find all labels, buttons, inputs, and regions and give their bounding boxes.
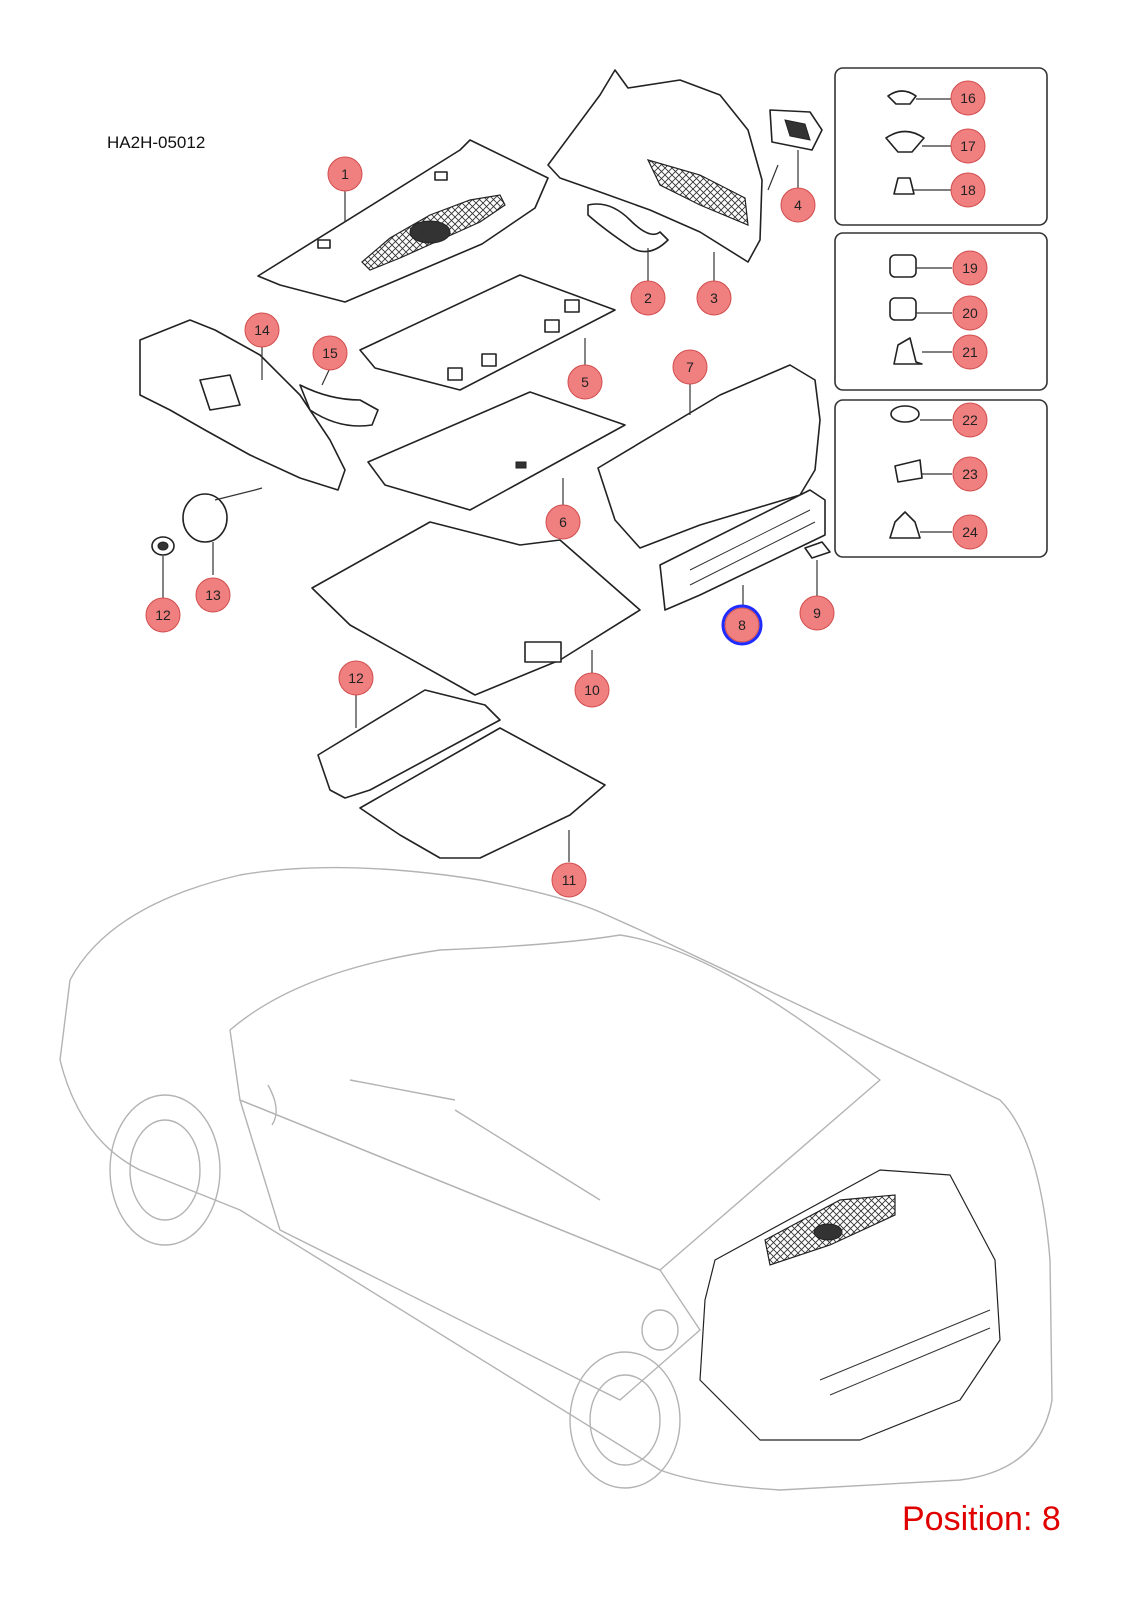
callout-circle[interactable] [952,514,988,550]
callout-16[interactable]: 16 [950,80,986,116]
callout-label: 15 [322,345,338,361]
callout-circle[interactable] [696,280,732,316]
callout-circle[interactable] [950,128,986,164]
callout-circle[interactable] [327,156,363,192]
callout-8[interactable]: 8 [724,607,760,643]
callout-circle[interactable] [545,504,581,540]
callout-circle[interactable] [780,187,816,223]
callout-label: 17 [960,138,976,154]
callout-circle[interactable] [952,456,988,492]
callout-9[interactable]: 9 [799,595,835,631]
callout-circle[interactable] [567,364,603,400]
callout-3[interactable]: 3 [696,280,732,316]
callout-11[interactable]: 11 [551,862,587,898]
part-speaker [182,487,263,575]
callout-label: 20 [962,305,978,321]
callout-label: 24 [962,524,978,540]
part-floor-covering [317,689,606,862]
part-side-trim [587,203,669,285]
callout-circle[interactable] [950,172,986,208]
car-outline [59,866,1053,1491]
callout-label: 3 [710,290,718,306]
callout-label: 12 [155,607,171,623]
part-transverse-trim [659,489,826,611]
callout-label: 6 [559,514,567,530]
callout-label: 23 [962,466,978,482]
callout-7[interactable]: 7 [672,349,708,385]
part-floor-mat [311,521,641,696]
callout-10[interactable]: 10 [574,672,610,708]
callout-circle[interactable] [952,250,988,286]
callout-circle[interactable] [574,672,610,708]
callout-21[interactable]: 21 [952,334,988,370]
callout-circle[interactable] [145,597,181,633]
callout-label: 5 [581,374,589,390]
callout-label: 1 [341,166,349,182]
callout-15[interactable]: 15 [312,335,348,371]
callout-12[interactable]: 12 [145,597,181,633]
part-trunk-lid-trim [597,364,821,549]
callout-label: 11 [562,872,577,888]
callout-1[interactable]: 1 [327,156,363,192]
fastener-box-2 [834,232,1048,391]
part-board-6 [367,391,626,511]
callout-label: 7 [686,359,694,375]
callout-23[interactable]: 23 [952,456,988,492]
part-grommet [151,536,175,598]
callout-label: 4 [794,197,802,213]
callout-22[interactable]: 22 [952,402,988,438]
callout-label: 9 [813,605,821,621]
callout-24[interactable]: 24 [952,514,988,550]
callout-12[interactable]: 12 [338,660,374,696]
callout-label: 19 [962,260,978,276]
callout-circle[interactable] [244,312,280,348]
callout-5[interactable]: 5 [567,364,603,400]
callout-label: 21 [962,344,978,360]
callout-4[interactable]: 4 [780,187,816,223]
diagram-code: HA2H-05012 [107,133,206,152]
selected-callout-highlight [721,604,763,646]
part-clip-9 [804,541,831,598]
callout-label: 2 [644,290,652,306]
callout-6[interactable]: 6 [545,504,581,540]
position-label: Position: 8 [902,1500,1061,1538]
callout-circle[interactable] [195,577,231,613]
part-left-side-trim [139,319,379,491]
callout-19[interactable]: 19 [952,250,988,286]
callout-circle[interactable] [724,607,760,643]
callout-18[interactable]: 18 [950,172,986,208]
callout-circle[interactable] [630,280,666,316]
callout-circle[interactable] [952,334,988,370]
callout-label: 12 [348,670,364,686]
callout-14[interactable]: 14 [244,312,280,348]
callout-20[interactable]: 20 [952,295,988,331]
callout-17[interactable]: 17 [950,128,986,164]
callout-13[interactable]: 13 [195,577,231,613]
callout-circle[interactable] [952,295,988,331]
callout-circle[interactable] [672,349,708,385]
fastener-box-1 [834,67,1048,226]
callout-label: 14 [254,322,270,338]
callout-label: 10 [584,682,600,698]
callout-circle[interactable] [551,862,587,898]
callout-label: 18 [960,182,976,198]
callout-circle[interactable] [950,80,986,116]
callout-circle[interactable] [338,660,374,696]
part-trunk-lamp [767,109,823,191]
part-luggage-net-trim [547,69,763,285]
callout-circle[interactable] [312,335,348,371]
fastener-box-3 [834,399,1048,558]
callout-circle[interactable] [952,402,988,438]
callout-label: 22 [962,412,978,428]
part-package-tray [257,139,549,303]
callout-label: 16 [960,90,976,106]
part-board-5 [359,274,616,391]
callout-label: 8 [738,617,746,633]
callout-2[interactable]: 2 [630,280,666,316]
callout-label: 13 [205,587,221,603]
callout-circle[interactable] [799,595,835,631]
